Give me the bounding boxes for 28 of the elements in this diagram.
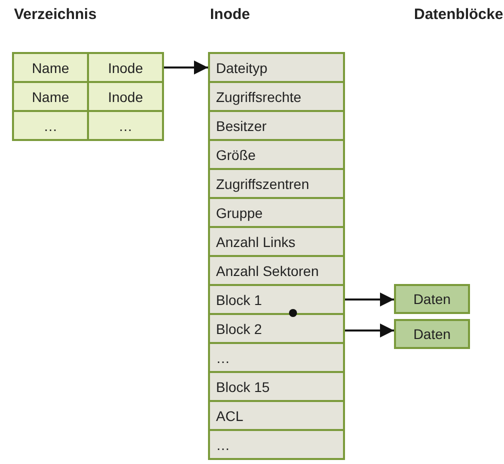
- table-cell: …: [89, 112, 162, 139]
- table-cell: Inode: [89, 54, 162, 81]
- table-cell: Größe: [210, 141, 343, 168]
- table-cell: Zugriffsrechte: [210, 83, 343, 110]
- table-cell: Block 15: [210, 373, 343, 400]
- table-cell: …: [210, 344, 343, 371]
- arrow: [164, 60, 208, 74]
- table-cell: Name: [14, 83, 87, 110]
- column-heading: Verzeichnis: [14, 6, 97, 23]
- arrow: [345, 292, 394, 306]
- data-block-box: Daten: [394, 319, 470, 349]
- table-cell: Block 1: [210, 286, 343, 313]
- table-cell: Dateityp: [210, 54, 343, 81]
- column-heading: Datenblöcke: [414, 6, 504, 23]
- table-cell: Anzahl Links: [210, 228, 343, 255]
- table-cell: Name: [14, 54, 87, 81]
- table-cell: …: [210, 431, 343, 458]
- arrow: [345, 324, 394, 338]
- table-cell: Anzahl Sektoren: [210, 257, 343, 284]
- table-cell: …: [14, 112, 87, 139]
- table-cell: Besitzer: [210, 112, 343, 139]
- table-cell: Gruppe: [210, 199, 343, 226]
- table-cell: Inode: [89, 83, 162, 110]
- table-cell: ACL: [210, 402, 343, 429]
- table-cell: Zugriffszentren: [210, 170, 343, 197]
- data-block-box: Daten: [394, 284, 470, 314]
- table-cell: Block 2: [210, 315, 343, 342]
- column-heading: Inode: [210, 6, 250, 23]
